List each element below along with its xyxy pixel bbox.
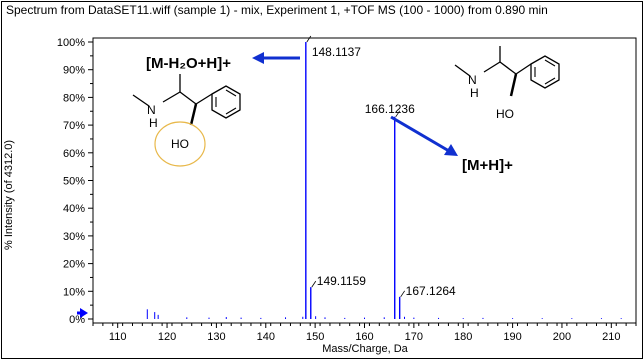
annotation-arrow-2-line (390, 115, 450, 153)
x-tick-label: 180 (454, 331, 472, 343)
peak-labels-layer: 148.1137 149.1159 166.1236 167.1264 (306, 35, 456, 298)
highlight-circle (154, 121, 206, 167)
x-tick-label: 140 (257, 331, 275, 343)
left-molecule-structure: N H HO (132, 74, 241, 167)
right-molecule-n: N (468, 73, 477, 87)
x-tick-label: 130 (207, 331, 225, 343)
annotation-arrow-2-head-icon (444, 144, 458, 156)
y-tick-label: 100% (57, 37, 85, 49)
peak-mz-label: 149.1159 (317, 274, 366, 288)
peak-label-leader (311, 280, 317, 288)
y-axis-label: % Intensity (of 4312.0) (3, 140, 15, 250)
peak-label-leader (400, 290, 406, 298)
y-tick-label: 40% (63, 203, 85, 215)
peaks-layer (146, 42, 622, 319)
x-tick-label: 110 (109, 331, 127, 343)
y-tick-label: 30% (63, 231, 85, 243)
left-molecule-h: H (149, 116, 158, 130)
left-molecule-ho: HO (171, 137, 189, 151)
right-molecule-ho: HO (496, 107, 514, 121)
y-tick-label: 70% (63, 120, 85, 132)
y-tick-label: 50% (63, 176, 85, 188)
x-axis-label: Mass/Charge, Da (322, 343, 408, 355)
x-tick-label: 120 (158, 331, 176, 343)
peak-mz-label: 166.1236 (365, 102, 415, 116)
x-tick-label: 170 (405, 331, 423, 343)
y-tick-label: 90% (63, 65, 85, 77)
x-tick-label: 160 (355, 331, 373, 343)
chart-title: Spectrum from DataSET11.wiff (sample 1) … (6, 3, 548, 17)
left-molecule-n: N (147, 103, 156, 117)
x-tick-label: 200 (553, 331, 571, 343)
baseline-marker-icon (80, 308, 88, 318)
x-tick-label: 210 (602, 331, 620, 343)
annotation-m-h2o: [M-H₂O+H]+ (146, 55, 231, 72)
y-tick-label: 80% (63, 92, 85, 104)
x-tick-label: 190 (503, 331, 521, 343)
right-molecule-structure: N H HO (454, 46, 560, 121)
y-tick-label: 60% (63, 148, 85, 160)
annotation-m-h: [M+H]+ (462, 157, 513, 174)
peak-label-leader (306, 35, 312, 43)
x-tick-label: 150 (306, 331, 324, 343)
peak-label-leader (395, 110, 401, 118)
right-molecule-h: H (470, 86, 479, 100)
y-tick-label: 20% (63, 259, 85, 271)
peak-mz-label: 148.1137 (312, 45, 361, 59)
annotation-arrow-1-head-icon (252, 52, 264, 64)
peak-mz-label: 167.1264 (406, 284, 456, 298)
y-tick-label: 10% (63, 286, 85, 298)
